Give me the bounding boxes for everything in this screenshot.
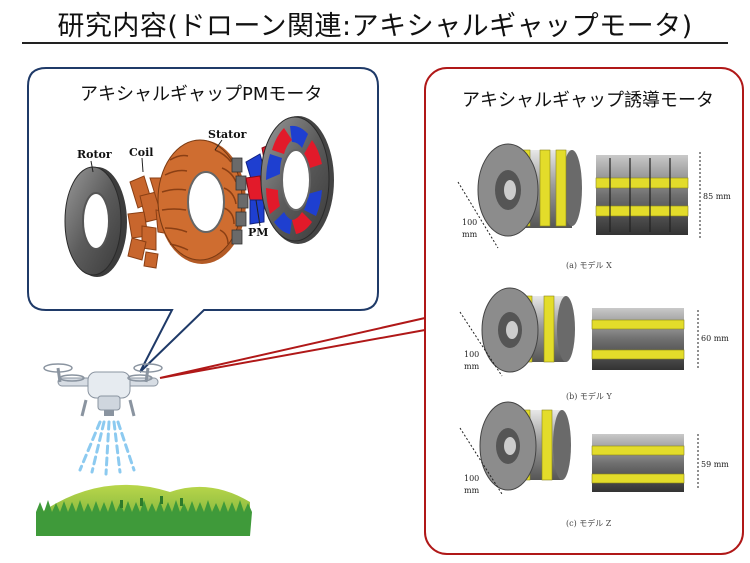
model-z-caption: (c) モデル Z [566, 519, 612, 528]
page-title: 研究内容(ドローン関連:アキシャルギャップモータ) [57, 11, 693, 42]
model-x-diameter-unit: mm [462, 230, 478, 239]
field-hill [36, 484, 252, 536]
pm-motor-heading: アキシャルギャップPMモータ [80, 84, 323, 105]
pm-rotor-ring [260, 116, 334, 244]
model-z-diameter: 100 [464, 474, 480, 483]
model-z-figure [459, 401, 699, 495]
pm-label: PM [248, 226, 269, 239]
coil-label: Coil [129, 146, 154, 159]
pointer-lines [90, 139, 261, 227]
model-y-diameter-unit: mm [464, 362, 480, 371]
model-y-diameter: 100 [464, 350, 480, 359]
model-x-caption: (a) モデル X [566, 261, 612, 270]
model-x-diameter: 100 [462, 218, 478, 227]
model-x-length: 85 mm [703, 192, 731, 201]
title-underline [22, 42, 728, 44]
model-z-length: 59 mm [701, 460, 729, 469]
induction-motor-heading: アキシャルギャップ誘導モータ [462, 90, 714, 111]
rotor-disc [64, 166, 127, 277]
model-z-diameter-unit: mm [464, 486, 480, 495]
stator-label: Stator [208, 128, 247, 141]
stator-with-coils [157, 139, 249, 264]
drone-illustration [43, 363, 163, 417]
model-y-caption: (b) モデル Y [566, 392, 612, 401]
rotor-label: Rotor [77, 148, 112, 161]
spray-lines [78, 420, 136, 476]
model-x-figure [457, 143, 701, 249]
model-y-length: 60 mm [701, 334, 729, 343]
model-y-figure [459, 287, 699, 377]
